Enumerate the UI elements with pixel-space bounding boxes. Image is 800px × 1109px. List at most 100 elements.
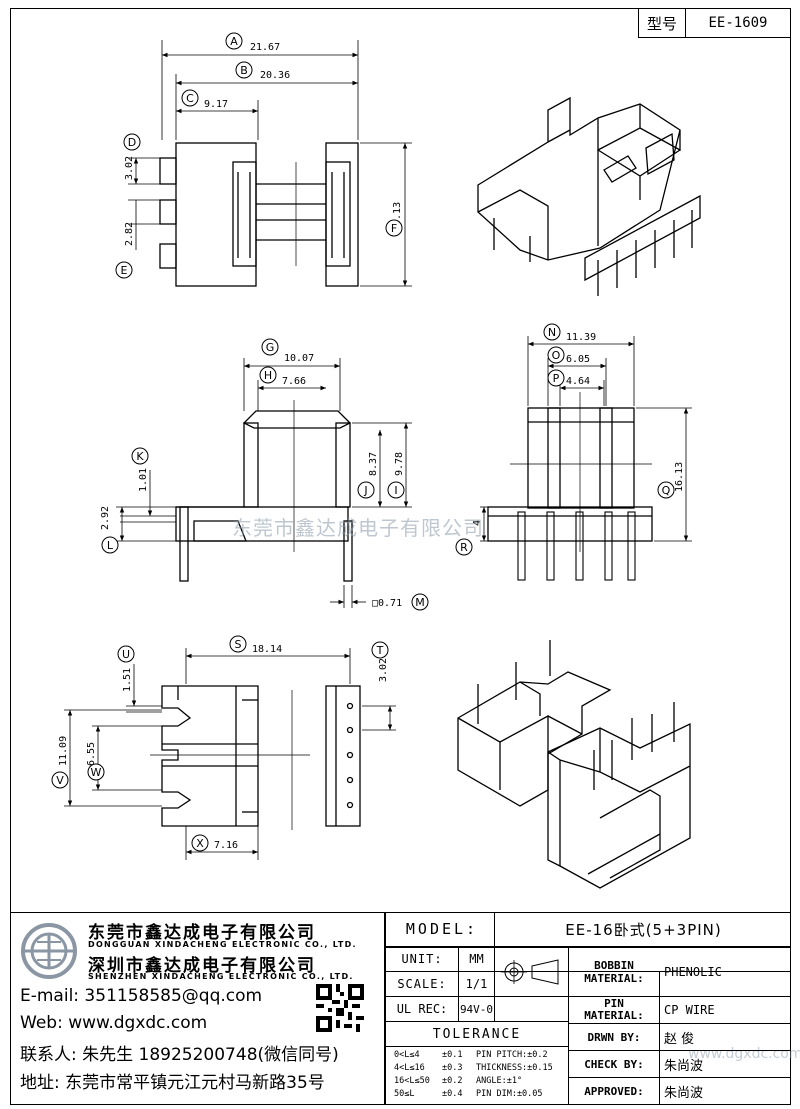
svg-text:U: U xyxy=(122,648,130,661)
svg-text:E: E xyxy=(121,264,128,277)
bubble-E: E xyxy=(115,261,133,279)
company-website: Web: www.dgxdc.com xyxy=(20,1013,208,1033)
pin-label-line2: MATERIAL: xyxy=(584,1009,644,1022)
tol-row-1-range: 4<L≤16 xyxy=(394,1063,425,1073)
approved-label: APPROVED: xyxy=(584,1084,644,1098)
pin-material-label: PIN MATERIAL: xyxy=(570,997,658,1023)
iso-view-1 xyxy=(477,96,701,296)
company-contact: 联系人: 朱先生 18925200748(微信同号) xyxy=(20,1045,339,1065)
dim-M-value: □0.71 xyxy=(372,598,402,609)
svg-text:M: M xyxy=(415,596,425,609)
dim-A-value: 21.67 xyxy=(250,42,280,53)
title-block xyxy=(10,912,791,1105)
unit-label: UNIT: xyxy=(401,952,443,966)
scale-value: 1/1 xyxy=(465,977,488,991)
dimension-values: 21.67 20.36 9.17 3.02 2.82 16.13 10.07 7… xyxy=(58,42,685,851)
dim-T-value: 3.02 xyxy=(378,658,389,682)
svg-text:B: B xyxy=(240,64,248,77)
technical-drawing: 21.67 20.36 9.17 3.02 2.82 16.13 10.07 7… xyxy=(51,32,701,889)
company-name-shenzhen: 深圳市鑫达成电子有限公司 xyxy=(88,956,316,976)
dim-K-value: 1.01 xyxy=(138,468,149,492)
svg-text:N: N xyxy=(548,326,556,339)
bubble-W: W xyxy=(87,763,105,781)
bubble-X: X xyxy=(191,834,209,852)
pin-label-line1: PIN xyxy=(604,997,624,1010)
tol-row-0-range: 0<L≤4 xyxy=(394,1050,420,1060)
tol-row-0-note: PIN PITCH:±0.2 xyxy=(476,1050,548,1060)
bubble-M: M xyxy=(411,593,429,611)
dim-L-value: 2.92 xyxy=(100,506,111,530)
bubble-F: F xyxy=(385,219,403,237)
svg-text:A: A xyxy=(230,35,238,48)
drawn-by-label: DRWN BY: xyxy=(587,1030,641,1044)
bubble-S: S xyxy=(229,635,247,653)
bobbin-material-value: PHENOLIC xyxy=(664,965,722,979)
tolerance-label: TOLERANCE xyxy=(432,1026,522,1042)
bubble-A: A xyxy=(225,32,243,50)
dim-C-value: 9.17 xyxy=(204,99,228,110)
dim-F-value: 16.13 xyxy=(392,202,403,232)
check-by-value: 朱尚波 xyxy=(664,1058,704,1074)
dim-N-value: 11.39 xyxy=(566,332,596,343)
front-view xyxy=(116,358,412,608)
svg-text:Q: Q xyxy=(662,484,671,497)
svg-text:P: P xyxy=(553,372,560,385)
sheet-border xyxy=(10,8,791,1105)
bubble-I: I xyxy=(387,481,405,499)
tol-row-0-value: ±0.1 xyxy=(442,1050,463,1060)
top-view xyxy=(128,40,412,287)
tol-row-3-value: ±0.4 xyxy=(442,1089,463,1099)
bubble-P: P xyxy=(547,369,565,387)
dim-P-value: 4.64 xyxy=(566,376,590,387)
tol-row-1-note: THICKNESS:±0.15 xyxy=(476,1063,553,1073)
company-logo-icon xyxy=(21,923,77,979)
projection-symbol-icon xyxy=(501,959,559,985)
tol-row-3-note: PIN DIM:±0.05 xyxy=(476,1089,543,1099)
model-value: EE-16卧式(5+3PIN) xyxy=(565,920,722,939)
unit-value: MM xyxy=(469,952,484,966)
scale-label: SCALE: xyxy=(397,977,447,991)
bubble-B: B xyxy=(235,61,253,79)
iso-view-2 xyxy=(457,640,691,889)
svg-text:F: F xyxy=(391,222,397,235)
watermark-text: 东莞市鑫达成电子有限公司 xyxy=(232,516,484,540)
bobbin-label-line1: BOBBIN xyxy=(594,959,634,972)
pin-material-value: CP WIRE xyxy=(664,1003,715,1017)
drawn-by-value: 赵 俊 xyxy=(664,1031,695,1047)
dim-R-value: 4 xyxy=(472,520,483,526)
title-block-grid: MODEL: EE-16卧式(5+3PIN) UNIT: MM SCALE: 1… xyxy=(384,912,791,1105)
tol-row-1-value: ±0.3 xyxy=(442,1063,463,1073)
svg-text:G: G xyxy=(266,341,275,354)
qr-code-icon xyxy=(316,984,364,1032)
dim-O-value: 6.05 xyxy=(566,354,590,365)
svg-text:O: O xyxy=(552,349,561,362)
svg-text:C: C xyxy=(186,92,194,105)
side-view xyxy=(480,336,692,581)
bubble-J: J xyxy=(357,481,375,499)
dimension-bubbles: A B C D E F G H I J K L M N O P Q R S T … xyxy=(51,32,675,852)
dim-X-value: 7.16 xyxy=(214,840,238,851)
svg-text:H: H xyxy=(264,369,272,382)
company-name-dongguan-en: DONGGUAN XINDACHENG ELECTRONIC CO., LTD. xyxy=(88,940,357,949)
dim-D-value: 3.02 xyxy=(124,156,135,180)
model-label: MODEL: xyxy=(405,920,479,938)
dim-V-value: 11.09 xyxy=(58,736,69,766)
tol-row-3-range: 50≤L xyxy=(394,1089,415,1099)
bubble-H: H xyxy=(259,366,277,384)
svg-text:X: X xyxy=(196,837,204,850)
dim-E-value: 2.82 xyxy=(124,222,135,246)
bubble-O: O xyxy=(547,346,565,364)
bubble-T: T xyxy=(371,641,389,659)
dim-I-value: 9.78 xyxy=(394,452,405,476)
bubble-U: U xyxy=(117,645,135,663)
bobbin-material-label: BOBBIN MATERIAL: xyxy=(570,948,658,996)
dim-W-value: 6.55 xyxy=(86,742,97,766)
company-name-dongguan: 东莞市鑫达成电子有限公司 xyxy=(88,923,316,943)
bubble-D: D xyxy=(123,133,141,151)
dim-J-value: 8.37 xyxy=(368,452,379,476)
approved-value: 朱尚波 xyxy=(664,1085,704,1101)
svg-text:R: R xyxy=(460,541,468,554)
dim-Q-value: 16.13 xyxy=(674,462,685,492)
bottom-view xyxy=(64,648,396,860)
